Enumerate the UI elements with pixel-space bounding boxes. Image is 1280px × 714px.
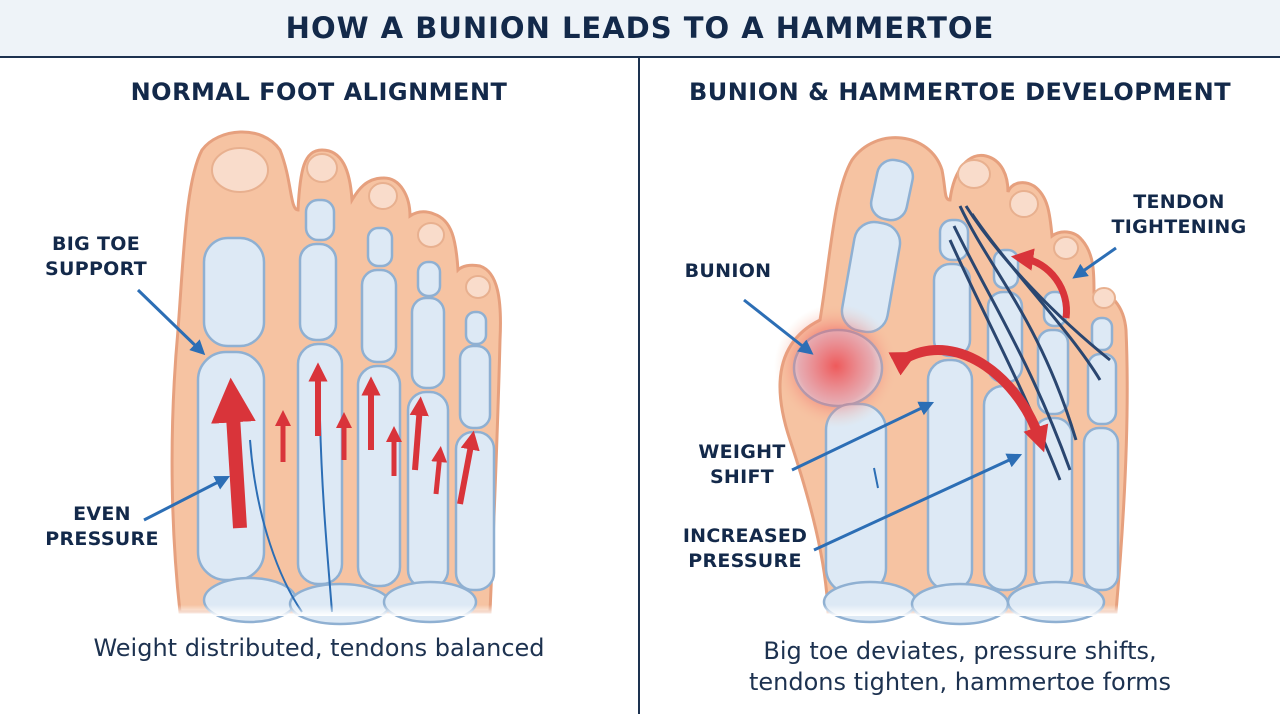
label-tendon-tightening: TENDON TIGHTENING bbox=[1104, 190, 1254, 240]
bunion-inflammation bbox=[774, 304, 898, 428]
normal-foot bbox=[138, 132, 520, 624]
label-increased-pressure: INCREASED PRESSURE bbox=[674, 524, 816, 574]
label-bunion: BUNION bbox=[676, 259, 780, 284]
right-caption: Big toe deviates, pressure shifts, tendo… bbox=[640, 636, 1280, 698]
label-even-pressure: EVEN PRESSURE bbox=[40, 502, 164, 552]
left-caption: Weight distributed, tendons balanced bbox=[0, 633, 638, 664]
label-big-toe-support: BIG TOE SUPPORT bbox=[40, 232, 152, 282]
label-weight-shift: WEIGHT SHIFT bbox=[690, 440, 794, 490]
